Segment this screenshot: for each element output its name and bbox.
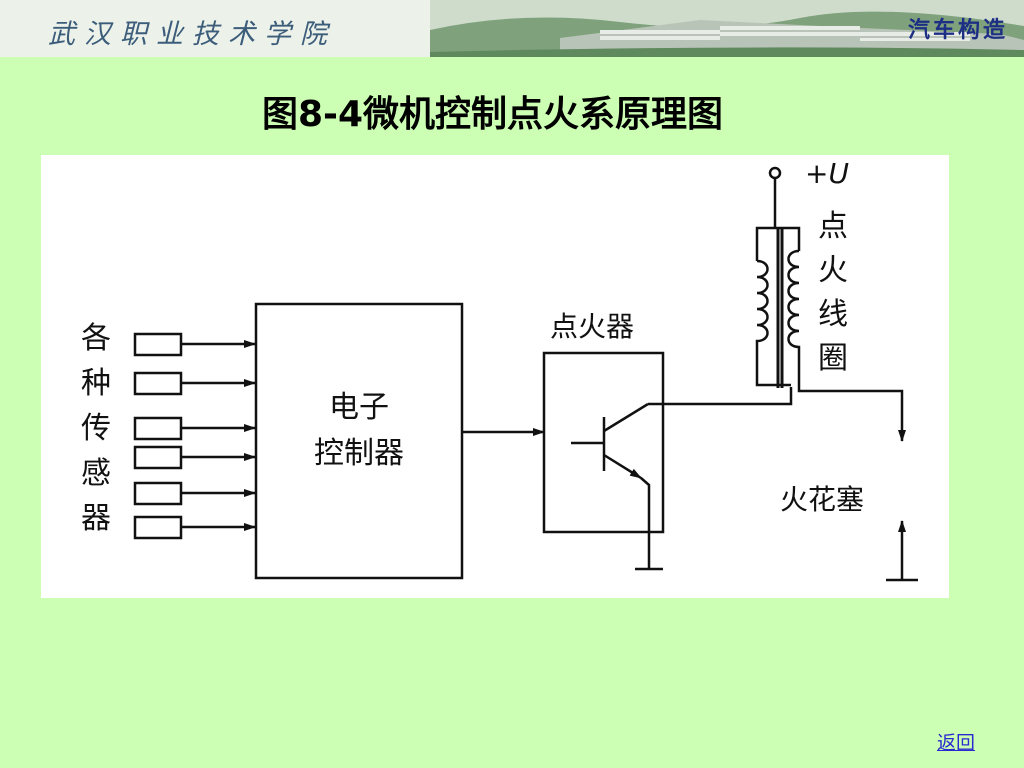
spark-plug-label: 火花塞 [780,483,864,516]
supply-terminal [768,166,782,180]
campus-banner-image [0,0,1024,57]
igniter-label: 点火器 [550,310,634,343]
igniter-box [542,351,665,534]
slide-title: 图8-4微机控制点火系原理图 [262,94,724,135]
sensor-label-char: 种 [81,366,111,401]
back-link[interactable]: 返回 [937,732,976,754]
sensor-label-char: 器 [81,501,111,536]
ignition-diagram: 各 种 传 感 器 电子 控制器 点火器 [41,155,949,598]
coil-label-char: 火 [818,253,848,288]
sensor-label-char: 感 [81,456,111,491]
electronic-controller-box [254,302,464,580]
sensor-label-char: 传 [81,411,111,446]
sensor-label-char: 各 [81,321,111,356]
campus-buildings-illustration [0,0,1024,57]
sensor-box [133,416,183,441]
transistor-symbol [571,387,793,571]
ignition-coil [755,178,906,442]
coil-label-char: 点 [818,209,848,244]
sensor-box [133,515,183,540]
sensor-inputs [133,332,256,540]
supply-voltage-label: +U [805,157,849,190]
sensor-box [133,481,183,506]
ignition-diagram-svg: 各 种 传 感 器 电子 控制器 点火器 [81,157,918,582]
course-title: 汽车构造 [907,17,1008,43]
controller-label-line1: 电子 [329,390,389,425]
controller-label-line2: 控制器 [314,436,404,471]
coil-label: 点 火 线 圈 [818,209,848,376]
coil-label-char: 圈 [818,341,848,376]
sensor-box [133,445,183,470]
school-name: 武汉职业技术学院 [48,19,336,50]
coil-label-char: 线 [818,297,848,332]
sensor-box [133,332,183,357]
sensor-label: 各 种 传 感 器 [81,321,111,536]
spark-plug-ground [886,520,918,582]
sensor-box [133,371,183,396]
slide-header: 武汉职业技术学院 汽车构造 [0,0,1024,57]
